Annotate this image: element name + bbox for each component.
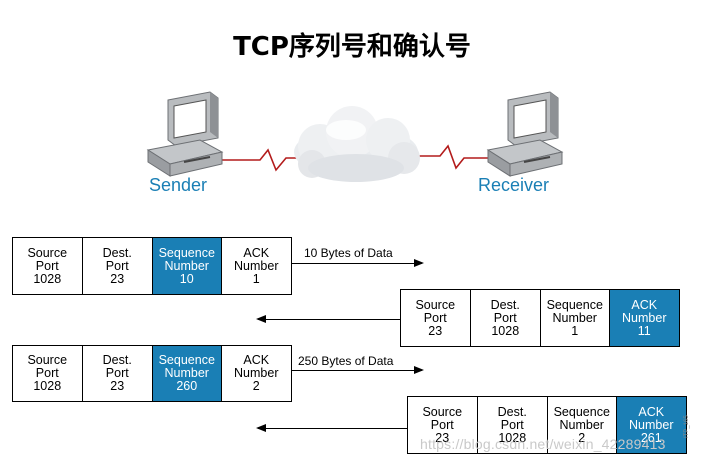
sender-computer-icon <box>146 91 224 177</box>
receiver-computer-icon <box>486 91 564 177</box>
arrow-to-receiver <box>292 365 424 374</box>
watermark: https://blog.csdn.net/weixin_42289413 <box>420 436 666 452</box>
receiver-label: Receiver <box>478 175 550 195</box>
figure-code: ITP_165 <box>684 415 690 438</box>
diagram-title: TCP序列号和确认号 <box>233 32 471 62</box>
data-size-label: 10 Bytes of Data <box>304 246 393 260</box>
sender-link <box>214 148 302 172</box>
network-cloud-icon <box>294 106 420 182</box>
network-illustration <box>146 91 564 182</box>
arrow-to-receiver <box>292 258 424 267</box>
receiver-link <box>414 144 490 170</box>
data-size-label: 250 Bytes of Data <box>298 354 394 368</box>
arrow-to-sender <box>256 314 400 323</box>
sender-label: Sender <box>149 175 208 195</box>
arrow-to-sender <box>256 423 407 432</box>
